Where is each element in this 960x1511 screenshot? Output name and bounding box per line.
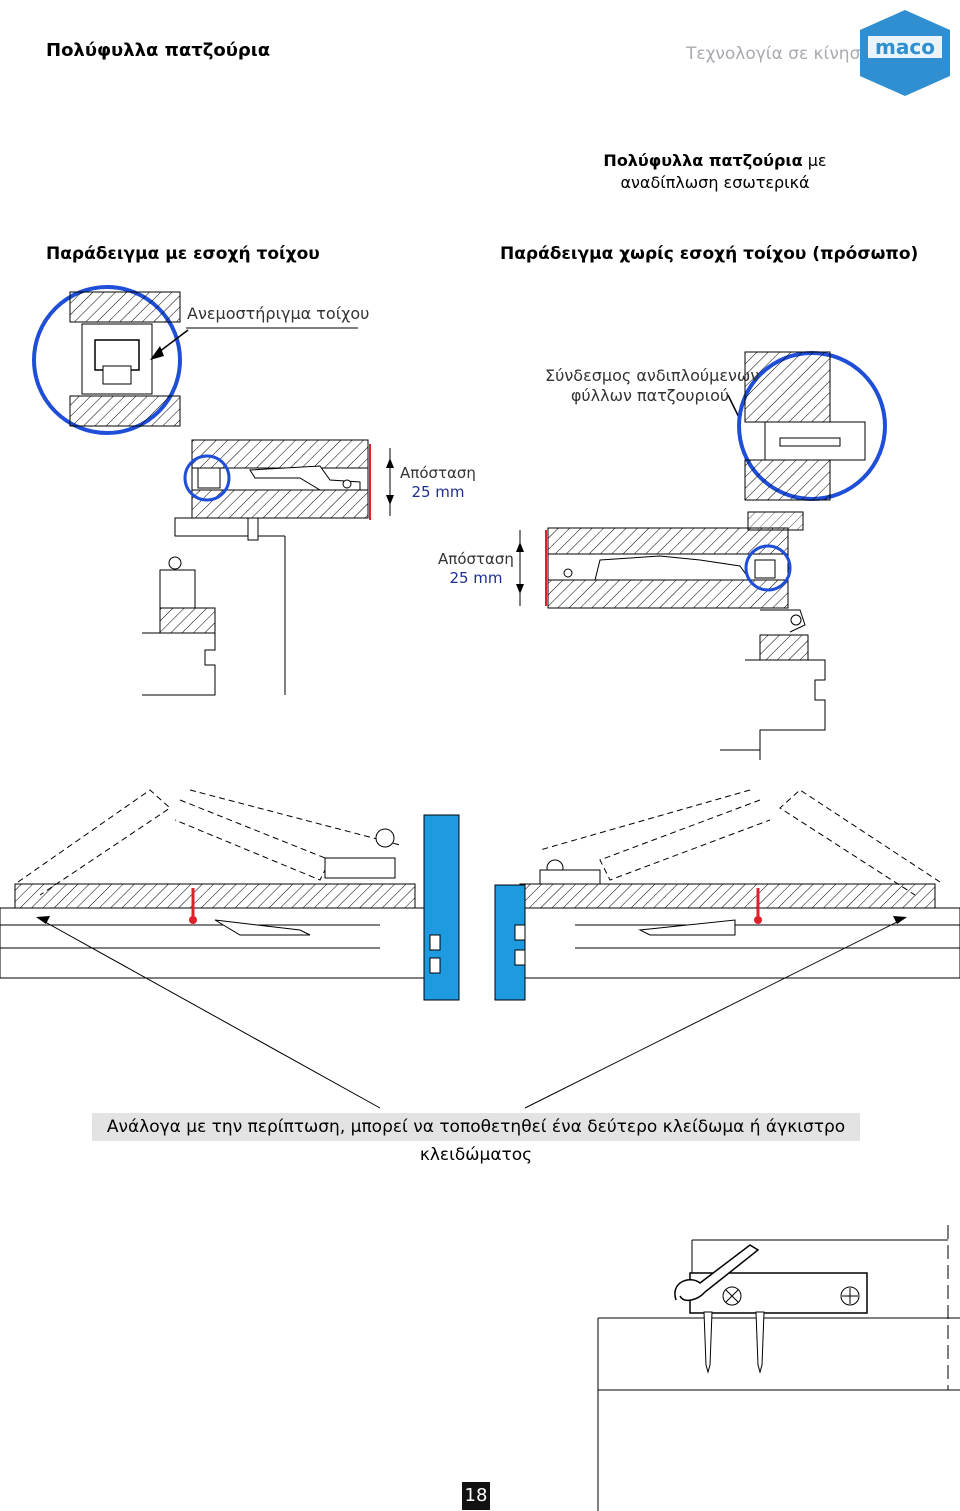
subtitle-bold: Πολύφυλλα πατζούρια — [603, 151, 803, 170]
example-left-title: Παράδειγμα με εσοχή τοίχου — [46, 244, 320, 264]
label-connector-line1: Σύνδεσμος ανδιπλούμενων — [545, 366, 760, 385]
wall-left-blue — [423, 814, 460, 1001]
detail-circle-connector — [737, 351, 887, 501]
maco-logo-shape: maco — [860, 10, 950, 96]
section-subtitle: Πολύφυλλα πατζούρια με αναδίπλωση εσωτερ… — [560, 150, 870, 194]
assembly-right — [547, 511, 826, 760]
distance-label-b: Απόσταση 25 mm — [438, 550, 514, 588]
distance-a-value: 25 mm — [411, 483, 465, 501]
folding-diagram — [0, 789, 960, 1109]
svg-text:maco: maco — [875, 35, 935, 59]
label-wind-stop: Ανεμοστήριγμα τοίχου — [187, 304, 370, 323]
document-title: Πολύφυλλα πατζούρια — [46, 40, 271, 61]
distance-a-label: Απόσταση — [400, 464, 476, 482]
example-right-title: Παράδειγμα χωρίς εσοχή τοίχου (πρόσωπο) — [500, 244, 919, 264]
distance-marker-b — [516, 530, 547, 606]
detail-circle-wind-stop — [32, 285, 182, 435]
lock-detail — [597, 1225, 960, 1511]
subtitle-line2: αναδίπλωση εσωτερικά — [620, 173, 810, 192]
label-connector: Σύνδεσμος ανδιπλούμενων φύλλων πατζουριο… — [545, 366, 760, 406]
wall-right-blue — [494, 884, 526, 1001]
subtitle-rest: με — [802, 151, 827, 170]
distance-b-value: 25 mm — [449, 569, 503, 587]
assembly-left — [142, 439, 369, 696]
page-number: 18 — [462, 1482, 490, 1510]
label-connector-line2: φύλλων πατζουριού — [570, 386, 730, 405]
caption-box: Ανάλογα με την περίπτωση, μπορεί να τοπο… — [92, 1113, 860, 1165]
distance-marker-a — [369, 444, 394, 520]
maco-logo: maco — [860, 10, 950, 96]
distance-label-a: Απόσταση 25 mm — [400, 464, 476, 502]
tagline: Τεχνολογία σε κίνηση — [686, 44, 872, 64]
distance-b-label: Απόσταση — [438, 550, 514, 568]
